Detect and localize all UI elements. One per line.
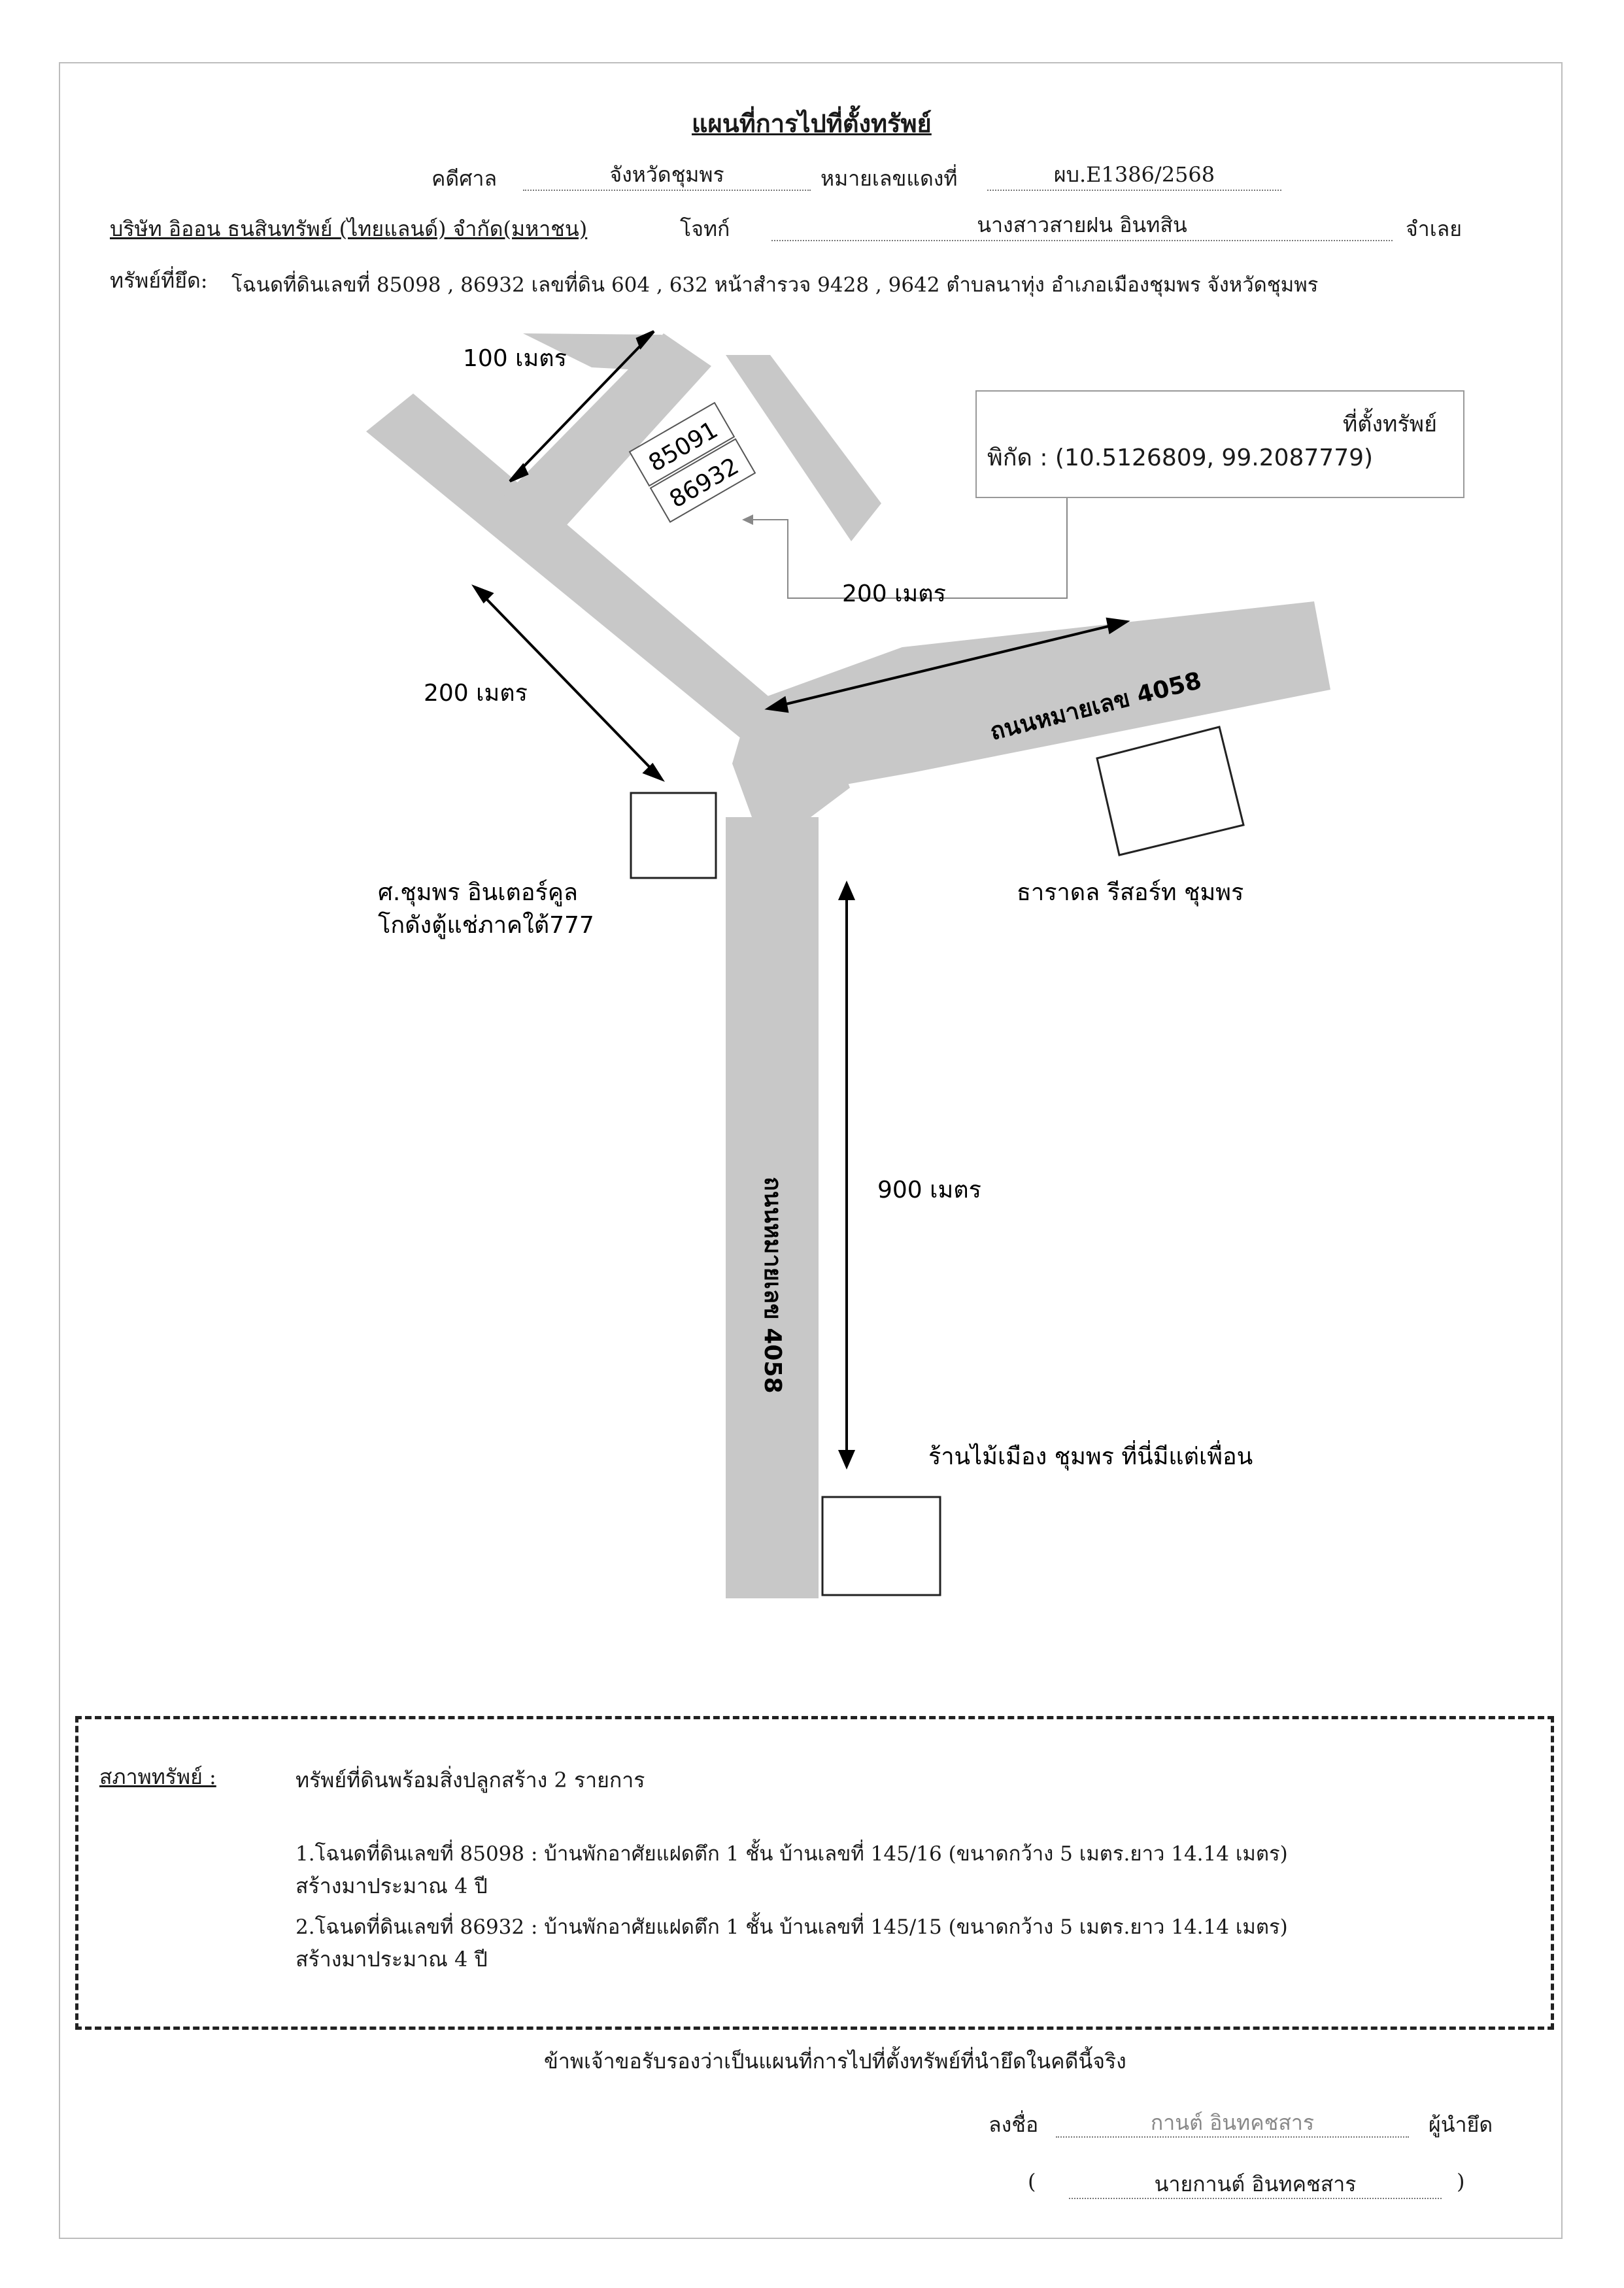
defendant-role: จำเลย	[1406, 216, 1463, 241]
condition-item-1-age: สร้างมาประมาณ 4 ปี	[296, 1874, 488, 1898]
distance-900m-label: 900 เมตร	[877, 1177, 981, 1203]
signer-role: ผู้นำยึด	[1429, 2112, 1493, 2137]
condition-item-1: 1.โฉนดที่ดินเลขที่ 85098 : บ้านพักอาศัยแ…	[296, 1842, 1288, 1866]
location-box-title: ที่ตั้งทรัพย์	[1342, 411, 1437, 437]
signature: กานต์ อินทคชสาร	[1150, 2110, 1315, 2135]
road-4058-south	[726, 817, 819, 1598]
landmark-school-building	[630, 792, 717, 879]
condition-item-2-age: สร้างมาประมาณ 4 ปี	[296, 1947, 488, 1972]
property-condition-box: สภาพทรัพย์ : ทรัพย์ที่ดินพร้อมสิ่งปลูกสร…	[75, 1716, 1554, 2030]
road-top-spur	[523, 333, 666, 371]
road-upper-link	[494, 333, 711, 548]
landmark-resort-building	[1096, 726, 1245, 856]
road-diagonal-left	[366, 394, 803, 757]
distance-200m-right-label: 200 เมตร	[842, 580, 946, 607]
certification-text: ข้าพเจ้าขอรับรองว่าเป็นแผนที่การไปที่ตั้…	[544, 2049, 1126, 2074]
road-4058-east	[758, 601, 1330, 791]
landmark-shop-building	[821, 1496, 941, 1596]
paren-close: )	[1457, 2169, 1465, 2194]
page-title: แผนที่การไปที่ตั้งทรัพย์	[692, 109, 932, 138]
landmark-shop-label: ร้านไม้เมือง ชุมพร ที่นี่มีแต่เพื่อน	[928, 1440, 1253, 1471]
property-value: โฉนดที่ดินเลขที่ 85098 , 86932 เลขที่ดิน…	[231, 273, 1319, 297]
case-label: หมายเลขแดงที่	[820, 166, 958, 191]
condition-item-2: 2.โฉนดที่ดินเลขที่ 86932 : บ้านพักอาศัยแ…	[296, 1915, 1288, 1939]
road-label-south: ถนนหมายเลข 4058	[759, 1177, 786, 1394]
road-junction	[732, 706, 850, 835]
court-label: คดีศาล	[431, 166, 498, 191]
landmark-resort-label: ธาราดล รีสอร์ท ชุมพร	[1017, 879, 1243, 907]
defendant-name: นางสาวสายฝน อินทสิน	[977, 212, 1187, 237]
court-value: จังหวัดชุมพร	[609, 162, 724, 187]
distance-100m-label: 100 เมตร	[463, 345, 567, 372]
plaintiff-role: โจทก์	[680, 216, 730, 241]
plaintiff-name: บริษัท อิออน ธนสินทรัพย์ (ไทยแลนด์) จำกั…	[110, 216, 588, 241]
printed-name: นายกานต์ อินทคชสาร	[1154, 2172, 1357, 2196]
property-label: ทรัพย์ที่ยึด:	[110, 268, 208, 293]
landmark-warehouse-label: โกดังตู้แช่ภาคใต้777	[378, 911, 594, 939]
location-info-box: ที่ตั้งทรัพย์ พิกัด : (10.5126809, 99.20…	[975, 390, 1464, 498]
condition-summary: ทรัพย์ที่ดินพร้อมสิ่งปลูกสร้าง 2 รายการ	[296, 1768, 645, 1792]
distance-200m-left-label: 200 เมตร	[424, 680, 528, 707]
road-side-branch	[726, 355, 881, 541]
sign-label: ลงชื่อ	[989, 2112, 1039, 2137]
landmark-school-label: ศ.ชุมพร อินเตอร์คูล	[378, 879, 578, 907]
location-coordinates: พิกัด : (10.5126809, 99.2087779)	[987, 445, 1374, 471]
paren-open: (	[1028, 2169, 1036, 2194]
condition-label: สภาพทรัพย์ :	[99, 1764, 216, 1789]
page-frame	[59, 62, 1563, 2239]
case-value: ผบ.E1386/2568	[1053, 162, 1215, 187]
